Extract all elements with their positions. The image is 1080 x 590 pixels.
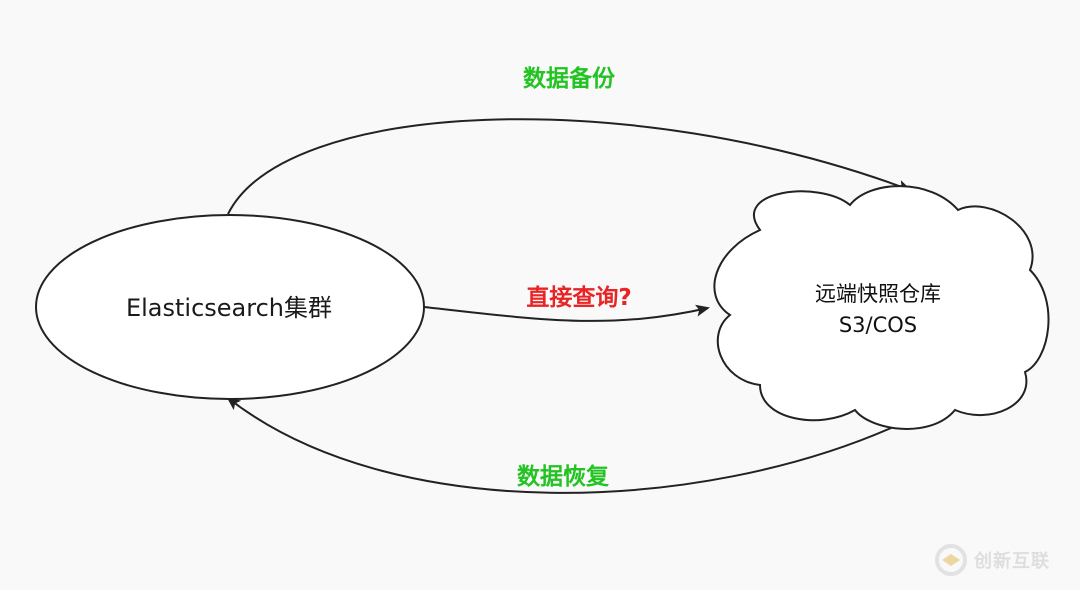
brand-logo-icon	[935, 544, 967, 576]
watermark-text: 创新互联	[974, 551, 1050, 572]
restore-label: 数据恢复	[517, 463, 610, 490]
backup-arrow	[227, 118, 912, 215]
cluster-node	[35, 214, 425, 400]
direct-query-arrow	[423, 304, 710, 322]
direct-query-label: 直接查询?	[526, 284, 631, 311]
repository-label-line1: 远端快照仓库	[815, 282, 941, 306]
watermark: 创新互联	[934, 538, 1072, 582]
repository-cloud-node	[713, 185, 1050, 430]
cluster-label: Elasticsearch集群	[126, 294, 332, 322]
repository-label-line2: S3/COS	[839, 313, 917, 337]
backup-label: 数据备份	[523, 65, 616, 92]
restore-arrow	[226, 396, 901, 494]
